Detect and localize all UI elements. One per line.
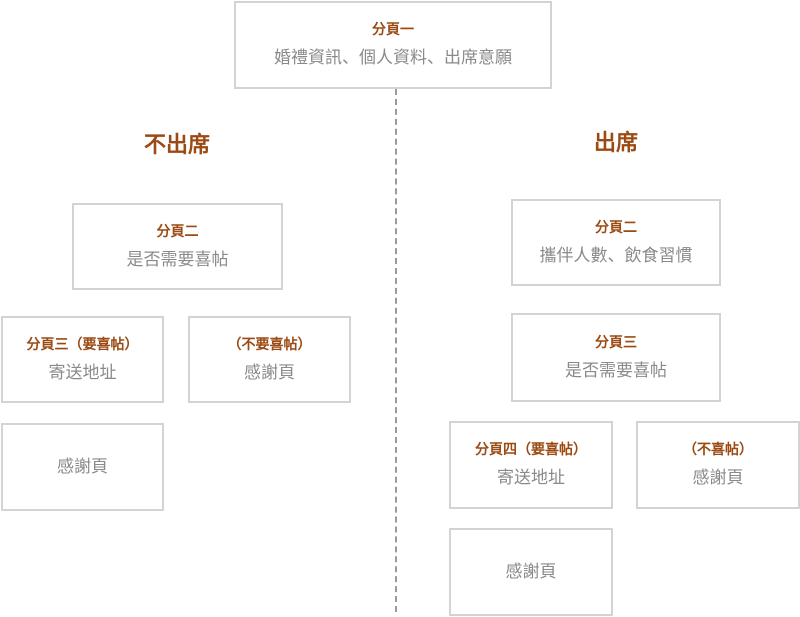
center-divider bbox=[395, 89, 397, 612]
right-thanks-text: 感謝頁 bbox=[505, 562, 557, 582]
left-page3-box: 分頁三（要喜帖） 寄送地址 bbox=[1, 316, 164, 403]
left-page2-box: 分頁二 是否需要喜帖 bbox=[72, 203, 283, 290]
right-page3-text: 是否需要喜帖 bbox=[565, 360, 667, 381]
right-page4-title: 分頁四（要喜帖） bbox=[475, 442, 587, 458]
root-text: 婚禮資訊、個人資料、出席意願 bbox=[274, 48, 512, 68]
right-page2-text: 攜伴人數、飲食習慣 bbox=[539, 245, 693, 266]
right-no-invite-box: （不喜帖） 感謝頁 bbox=[636, 421, 800, 509]
right-page4-text: 寄送地址 bbox=[497, 468, 565, 488]
left-thanks-text: 感謝頁 bbox=[57, 457, 108, 477]
left-page3-title: 分頁三（要喜帖） bbox=[26, 336, 139, 353]
right-page2-box: 分頁二 攜伴人數、飲食習慣 bbox=[511, 199, 721, 286]
left-no-invite-box: （不要喜帖） 感謝頁 bbox=[188, 316, 351, 403]
left-thanks-box: 感謝頁 bbox=[1, 423, 164, 511]
left-no-invite-title: （不要喜帖） bbox=[227, 336, 312, 353]
root-box: 分頁一 婚禮資訊、個人資料、出席意願 bbox=[234, 1, 552, 89]
right-heading: 出席 bbox=[593, 131, 638, 156]
root-title: 分頁一 bbox=[372, 22, 414, 38]
left-page3-text: 寄送地址 bbox=[48, 362, 117, 383]
right-no-invite-title: （不喜帖） bbox=[683, 442, 753, 458]
right-page2-title: 分頁二 bbox=[595, 219, 637, 236]
right-thanks-box: 感謝頁 bbox=[449, 528, 613, 616]
left-heading: 不出席 bbox=[143, 133, 210, 158]
right-no-invite-text: 感謝頁 bbox=[692, 468, 744, 488]
right-page3-title: 分頁三 bbox=[595, 334, 637, 351]
left-page2-text: 是否需要喜帖 bbox=[126, 249, 229, 270]
left-no-invite-text: 感謝頁 bbox=[244, 362, 295, 383]
right-page4-box: 分頁四（要喜帖） 寄送地址 bbox=[449, 421, 613, 509]
left-page2-title: 分頁二 bbox=[156, 223, 199, 240]
right-page3-box: 分頁三 是否需要喜帖 bbox=[511, 313, 721, 402]
